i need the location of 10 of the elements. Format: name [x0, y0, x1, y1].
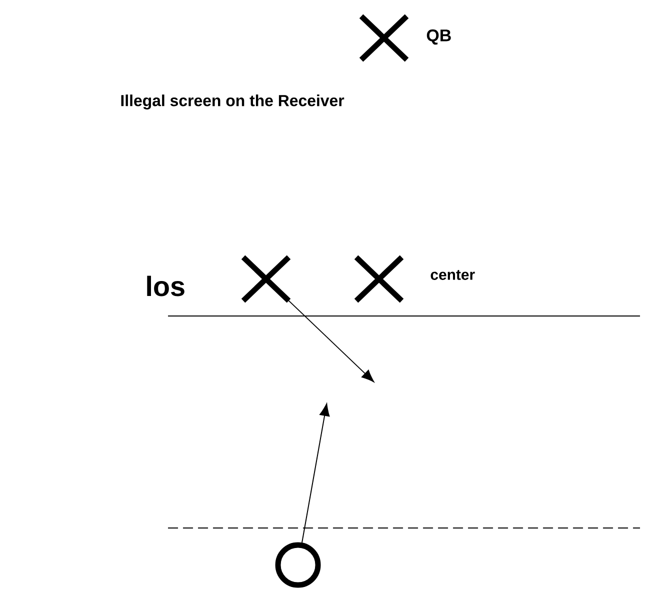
player-o-mark: [275, 542, 321, 588]
title: Illegal screen on the Receiver: [121, 94, 344, 110]
arrow: [288, 300, 374, 382]
position-label: QB: [426, 29, 451, 45]
arrow: [302, 403, 330, 544]
player-x-mark: [358, 14, 410, 62]
player-x-mark: [240, 254, 292, 304]
position-label: center: [430, 270, 475, 280]
field-label: los: [147, 276, 184, 296]
player-x-mark: [354, 254, 404, 304]
